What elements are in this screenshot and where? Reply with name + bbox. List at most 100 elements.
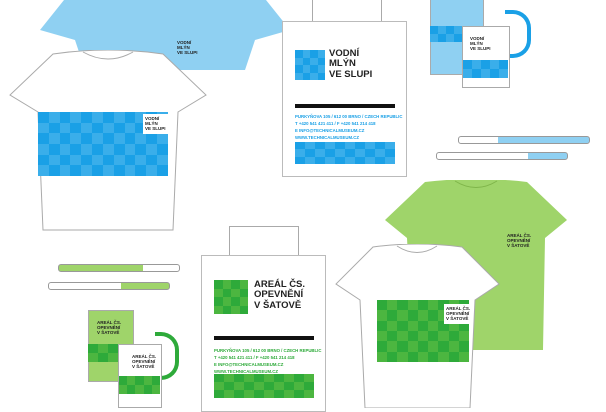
pattern-cell <box>304 382 314 390</box>
pattern-cell <box>274 374 284 382</box>
pattern-cell <box>70 133 82 144</box>
pattern-cell <box>239 297 248 306</box>
pattern-cell <box>81 144 93 155</box>
pattern-cell <box>325 156 335 164</box>
pattern-cell <box>438 341 449 352</box>
pattern-cell <box>315 149 325 157</box>
pattern-cell <box>438 330 449 342</box>
pattern-cell <box>98 353 108 362</box>
pattern-cell <box>438 34 446 42</box>
pattern-cell <box>157 133 168 144</box>
pattern-cell <box>397 300 408 311</box>
pattern-cell <box>463 69 472 78</box>
pattern-cell <box>222 280 231 289</box>
pattern-cell <box>264 374 274 382</box>
pattern-cell <box>407 351 418 362</box>
pattern-cell <box>146 133 158 144</box>
pattern-cell <box>124 154 136 166</box>
pattern-cell <box>428 351 439 362</box>
pattern-cell <box>438 351 449 362</box>
pattern-cell <box>92 133 103 144</box>
pattern-cell <box>70 154 82 166</box>
pattern-cell <box>310 72 318 80</box>
pattern-cell <box>377 310 388 321</box>
pattern-cell <box>315 142 325 150</box>
pattern-cell <box>397 320 408 331</box>
pattern-cell <box>127 385 136 394</box>
pattern-cell <box>151 385 160 394</box>
pattern-cell <box>355 149 365 157</box>
pattern-cell <box>70 122 82 134</box>
pattern-cell <box>387 320 398 331</box>
pattern-cell <box>417 341 429 352</box>
pattern-cell <box>310 57 318 65</box>
pattern-cell <box>127 376 136 385</box>
pattern-cell <box>377 330 388 342</box>
blue-tote-contact: PURKYŇOVA 105 / 612 00 BRNO / CZECH REPU… <box>295 114 403 140</box>
pattern-cell <box>317 72 325 80</box>
blue-pen <box>458 136 590 144</box>
pattern-cell <box>231 288 240 297</box>
pattern-cell <box>428 300 439 311</box>
pattern-cell <box>59 154 71 166</box>
pattern-cell <box>454 34 462 42</box>
pattern-cell <box>302 50 310 58</box>
pattern-cell <box>387 300 398 311</box>
pattern-cell <box>234 382 244 390</box>
pattern-cell <box>70 144 82 155</box>
pattern-cell <box>387 351 398 362</box>
pattern-cell <box>407 300 418 311</box>
pattern-cell <box>428 320 439 331</box>
pattern-cell <box>472 60 481 69</box>
pattern-cell <box>108 344 118 353</box>
pattern-cell <box>214 288 223 297</box>
pattern-cell <box>335 142 345 150</box>
pattern-cell <box>417 310 429 321</box>
pattern-cell <box>375 149 385 157</box>
pattern-cell <box>157 154 168 166</box>
pattern-cell <box>304 390 314 398</box>
pattern-cell <box>113 112 125 123</box>
pattern-cell <box>135 376 144 385</box>
pattern-cell <box>387 310 398 321</box>
pattern-cell <box>365 149 375 157</box>
pattern-cell <box>407 341 418 352</box>
pattern-cell <box>397 351 408 362</box>
pattern-cell <box>38 154 49 166</box>
pattern-cell <box>214 305 223 314</box>
pattern-cell <box>315 156 325 164</box>
pattern-cell <box>102 112 114 123</box>
pattern-cell <box>92 154 103 166</box>
green-pen <box>58 264 180 272</box>
pattern-cell <box>345 149 355 157</box>
pattern-cell <box>214 382 224 390</box>
blue-tote-pattern <box>295 142 395 164</box>
pattern-cell <box>302 65 310 73</box>
pattern-cell <box>48 154 60 166</box>
pattern-cell <box>48 133 60 144</box>
pattern-cell <box>48 122 60 134</box>
pattern-cell <box>375 142 385 150</box>
pattern-cell <box>387 341 398 352</box>
pattern-cell <box>59 122 71 134</box>
pattern-cell <box>119 376 128 385</box>
pattern-cell <box>88 353 98 362</box>
pattern-cell <box>302 57 310 65</box>
pattern-cell <box>335 156 345 164</box>
pattern-cell <box>231 280 240 289</box>
pattern-cell <box>59 133 71 144</box>
pattern-cell <box>317 65 325 73</box>
pattern-cell <box>310 65 318 73</box>
pattern-cell <box>430 26 438 34</box>
pattern-cell <box>135 385 144 394</box>
pattern-cell <box>438 310 449 321</box>
pattern-cell <box>428 330 439 342</box>
pattern-cell <box>305 156 315 164</box>
pattern-cell <box>124 133 136 144</box>
pattern-cell <box>295 65 303 73</box>
pattern-cell <box>143 376 152 385</box>
pattern-cell <box>98 344 108 353</box>
